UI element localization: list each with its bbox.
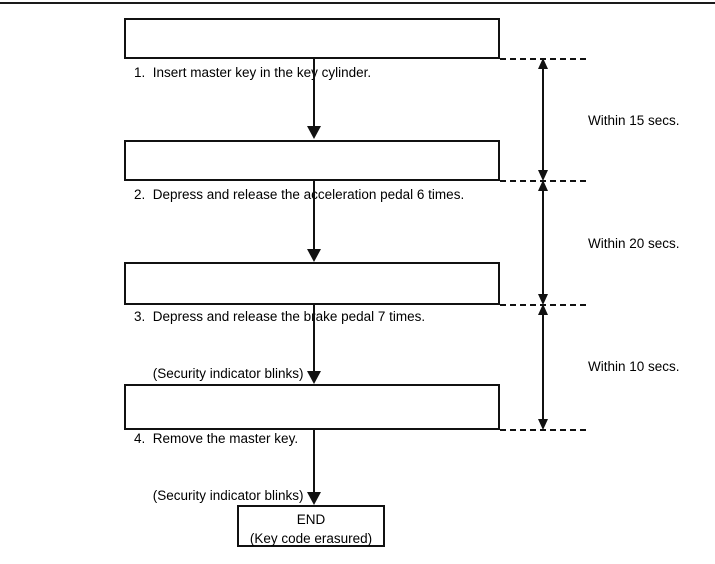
connector-shaft [313, 430, 315, 492]
connector-shaft [313, 59, 315, 126]
step-3-line-1: 3. Depress and release the brake pedal 7… [134, 309, 426, 324]
page-top-rule [0, 2, 715, 4]
step-1-line-1: 1. Insert master key in the key cylinder… [134, 65, 372, 80]
end-label-secondary: (Key code erasured) [249, 531, 373, 546]
end-box: END (Key code erasured) [237, 505, 385, 547]
step-box-4: 4. Remove the master key. (Security indi… [124, 384, 500, 503]
step-box-3: 3. Depress and release the brake pedal 7… [124, 262, 500, 381]
span-shaft [542, 308, 544, 426]
timing-label-1: Within 15 secs. [588, 113, 680, 128]
end-label-primary: END [296, 512, 326, 527]
arrowhead-down-icon [307, 249, 321, 262]
arrowhead-down-icon [307, 371, 321, 384]
arrowhead-down-icon [538, 419, 548, 430]
step-4-line-2: (Security indicator blinks) [134, 488, 304, 503]
span-shaft [542, 184, 544, 301]
step-4-line-1: 4. Remove the master key. [134, 431, 299, 446]
step-box-1: 1. Insert master key in the key cylinder… [124, 18, 500, 80]
arrowhead-down-icon [538, 294, 548, 305]
step-2-line-1: 2. Depress and release the acceleration … [134, 187, 465, 202]
arrowhead-down-icon [307, 126, 321, 139]
step-3-line-2: (Security indicator blinks) [134, 366, 304, 381]
leader-line-step4 [500, 429, 586, 431]
arrowhead-down-icon [538, 170, 548, 181]
timing-label-3: Within 10 secs. [588, 359, 680, 374]
connector-shaft [313, 181, 315, 249]
timing-label-2: Within 20 secs. [588, 236, 680, 251]
connector-shaft [313, 305, 315, 371]
span-shaft [542, 62, 544, 177]
step-box-2: 2. Depress and release the acceleration … [124, 140, 500, 202]
arrowhead-down-icon [307, 492, 321, 505]
